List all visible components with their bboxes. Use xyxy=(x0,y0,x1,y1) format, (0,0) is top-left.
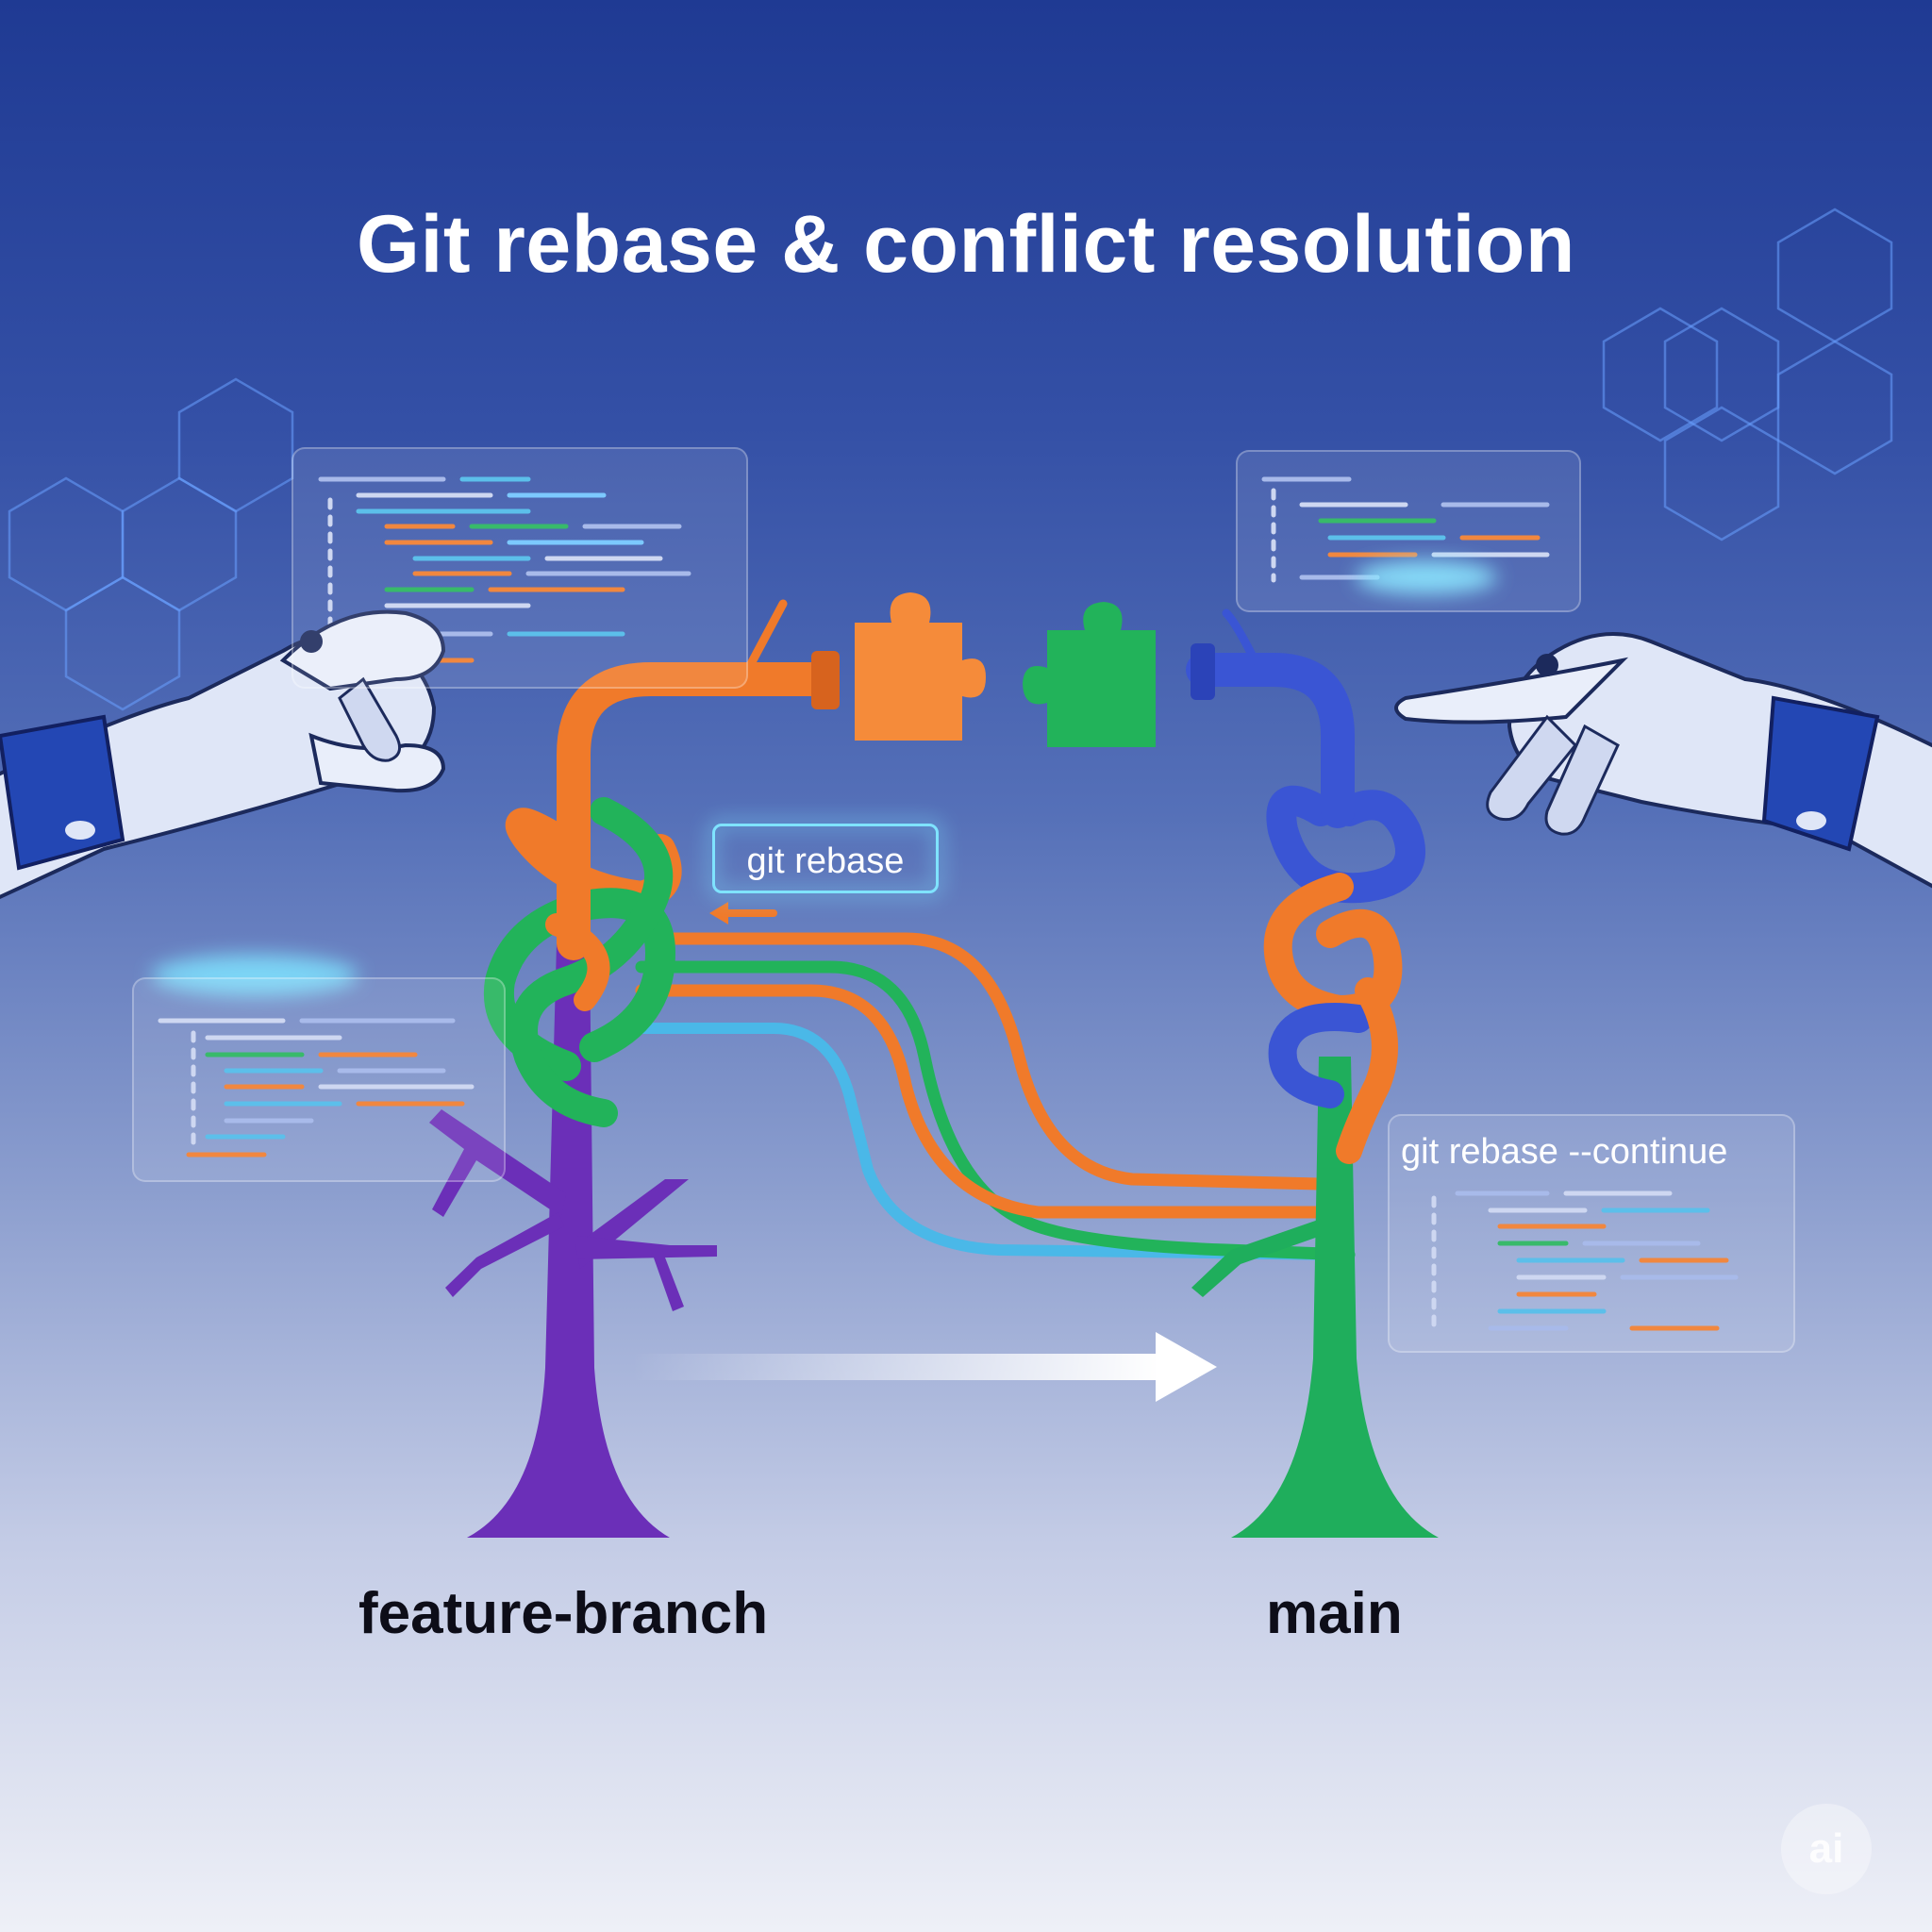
code-lines-left xyxy=(158,1018,475,1158)
strand-orange-upper xyxy=(654,932,1327,1191)
strand-cyan xyxy=(608,1023,1345,1260)
arrow-right-icon xyxy=(632,1332,1217,1402)
feature-branch-label: feature-branch xyxy=(358,1581,769,1646)
robot-hand-left xyxy=(0,609,446,899)
strand-green xyxy=(635,960,1356,1261)
code-panel-left xyxy=(132,977,506,1182)
robot-hand-right xyxy=(1394,632,1932,889)
diagram-title: Git rebase & conflict resolution xyxy=(357,199,1575,290)
rebase-strands xyxy=(608,902,1356,1261)
code-lines-right xyxy=(1431,1191,1739,1331)
feature-branch-tree xyxy=(429,943,717,1538)
main-branch-label: main xyxy=(1266,1581,1403,1646)
main-tree xyxy=(1191,1057,1439,1538)
glow-highlight-top-right xyxy=(1356,560,1497,594)
hexagon-network-right xyxy=(1602,208,1893,541)
orange-pipe xyxy=(557,599,840,960)
knot-right xyxy=(1263,785,1425,1164)
code-panel-right xyxy=(1388,1114,1795,1353)
code-panel-top-left xyxy=(291,447,748,689)
glow-highlight-left xyxy=(151,955,358,996)
code-panel-top-right xyxy=(1236,450,1581,612)
ai-watermark-icon: ai xyxy=(1781,1804,1872,1894)
hexagon-network-left xyxy=(8,377,294,711)
puzzle-piece-green xyxy=(1023,602,1156,747)
code-lines-top-left xyxy=(318,476,691,663)
git-rebase-continue-label: git rebase --continue xyxy=(1401,1132,1728,1172)
git-rebase-label: git rebase xyxy=(712,824,939,893)
blue-pipe xyxy=(1186,608,1355,828)
puzzle-piece-orange xyxy=(855,592,986,741)
strand-orange-lower xyxy=(635,984,1327,1219)
